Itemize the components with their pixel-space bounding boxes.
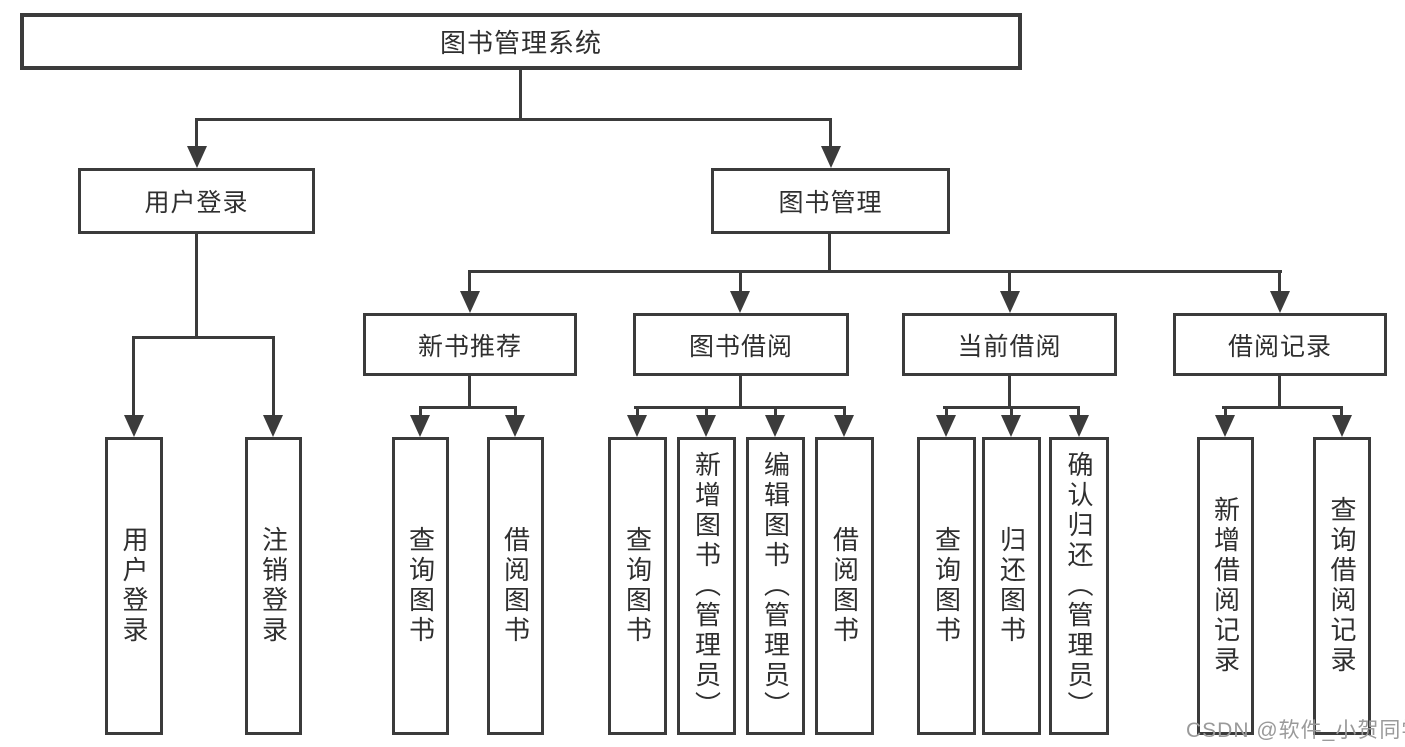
- node-return-books: 归还图书: [982, 437, 1041, 735]
- node-add-borrow-record: 新增借阅记录: [1197, 437, 1254, 735]
- node-borrow-books-borrowing: 借阅图书: [815, 437, 874, 735]
- arrow-down-icon: [410, 415, 430, 437]
- connector-line: [419, 406, 517, 409]
- node-label: 借阅图书: [500, 526, 531, 646]
- node-label: 归还图书: [996, 526, 1027, 646]
- node-label: 借阅图书: [829, 526, 860, 646]
- node-label: 确认归还（管理员）: [1064, 451, 1094, 721]
- node-confirm-return-admin: 确认归还（管理员）: [1049, 437, 1109, 735]
- arrow-down-icon: [505, 415, 525, 437]
- node-query-books-recommend: 查询图书: [392, 437, 449, 735]
- node-label: 编辑图书（管理员）: [760, 451, 791, 721]
- connector-line: [468, 270, 1282, 273]
- node-borrow-books-recommend: 借阅图书: [487, 437, 544, 735]
- connector-line: [1222, 406, 1342, 409]
- connector-line: [133, 336, 275, 339]
- connector-line: [195, 234, 198, 338]
- node-borrowing-records: 借阅记录: [1173, 313, 1387, 376]
- arrow-down-icon: [834, 415, 854, 437]
- node-label: 图书借阅: [688, 332, 793, 361]
- connector-line: [1008, 270, 1011, 293]
- connector-line: [1008, 376, 1011, 408]
- connector-line: [829, 118, 832, 148]
- node-label: 借阅记录: [1227, 332, 1332, 361]
- connector-line: [828, 234, 831, 273]
- node-library-management-system: 图书管理系统: [20, 13, 1022, 70]
- node-query-books-borrowing: 查询图书: [608, 437, 667, 735]
- arrow-down-icon: [1069, 415, 1089, 437]
- connector-line: [843, 406, 846, 418]
- arrow-down-icon: [263, 415, 283, 437]
- node-user-login: 用户登录: [105, 437, 163, 735]
- connector-line: [1077, 406, 1080, 418]
- node-add-books-admin: 新增图书（管理员）: [677, 437, 736, 735]
- connector-line: [195, 118, 198, 148]
- arrow-down-icon: [1215, 415, 1235, 437]
- connector-line: [1010, 406, 1013, 418]
- node-logout: 注销登录: [245, 437, 302, 735]
- node-label: 图书管理系统: [439, 28, 602, 58]
- connector-line: [636, 406, 639, 418]
- connector-line: [195, 118, 832, 121]
- node-label: 用户登录: [119, 526, 149, 646]
- connector-line: [468, 270, 471, 293]
- node-query-books-current: 查询图书: [917, 437, 976, 735]
- connector-line: [468, 376, 471, 408]
- arrow-down-icon: [765, 415, 785, 437]
- arrow-down-icon: [696, 415, 716, 437]
- connector-line: [945, 406, 948, 418]
- connector-line: [739, 270, 742, 293]
- arrow-down-icon: [821, 146, 841, 168]
- node-label: 新增图书（管理员）: [691, 451, 722, 721]
- node-book-management-group: 图书管理: [711, 168, 950, 234]
- node-label: 查询图书: [405, 526, 436, 646]
- connector-line: [774, 406, 777, 418]
- connector-line: [634, 406, 845, 409]
- connector-line: [1224, 406, 1227, 418]
- arrow-down-icon: [730, 291, 750, 313]
- node-book-borrowing: 图书借阅: [633, 313, 849, 376]
- node-new-book-recommendation: 新书推荐: [363, 313, 577, 376]
- node-user-login-group: 用户登录: [78, 168, 315, 234]
- arrow-down-icon: [1332, 415, 1352, 437]
- arrow-down-icon: [1000, 291, 1020, 313]
- connector-line: [705, 406, 708, 418]
- node-current-borrowing: 当前借阅: [902, 313, 1117, 376]
- arrow-down-icon: [187, 146, 207, 168]
- arrow-down-icon: [124, 415, 144, 437]
- connector-line: [1278, 270, 1281, 293]
- node-label: 注销登录: [258, 526, 289, 646]
- node-label: 查询图书: [931, 526, 962, 646]
- connector-line: [514, 406, 517, 418]
- connector-line: [132, 336, 135, 417]
- node-edit-books-admin: 编辑图书（管理员）: [746, 437, 805, 735]
- arrow-down-icon: [627, 415, 647, 437]
- node-label: 新增借阅记录: [1210, 496, 1241, 676]
- arrow-down-icon: [936, 415, 956, 437]
- node-query-borrow-record: 查询借阅记录: [1313, 437, 1371, 735]
- node-label: 用户登录: [144, 189, 249, 217]
- csdn-watermark: CSDN @软件_小贺同学: [1186, 719, 1405, 742]
- arrow-down-icon: [1001, 415, 1021, 437]
- connector-line: [419, 406, 422, 418]
- node-label: 新书推荐: [417, 332, 522, 361]
- connector-line: [1340, 406, 1343, 418]
- connector-line: [519, 70, 522, 121]
- connector-line: [739, 376, 742, 408]
- node-label: 图书管理: [778, 189, 883, 217]
- connector-line: [1278, 376, 1281, 408]
- node-label: 当前借阅: [957, 332, 1062, 361]
- connector-line: [272, 336, 275, 417]
- arrow-down-icon: [1270, 291, 1290, 313]
- arrow-down-icon: [460, 291, 480, 313]
- node-label: 查询图书: [622, 526, 653, 646]
- node-label: 查询借阅记录: [1327, 496, 1357, 676]
